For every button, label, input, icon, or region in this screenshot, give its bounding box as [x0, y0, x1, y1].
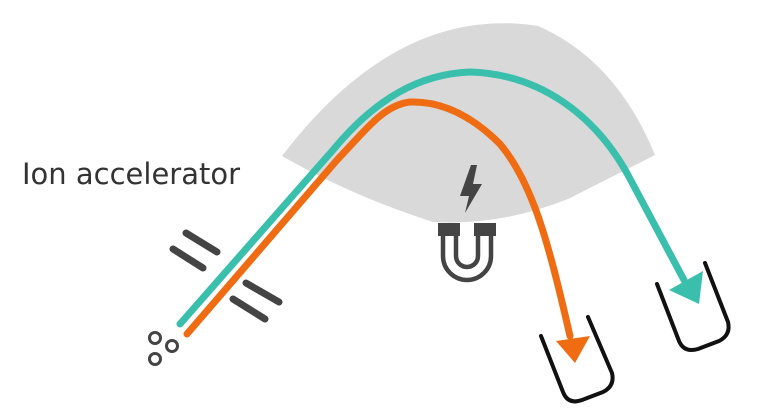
magnetic-field-region: [282, 23, 655, 223]
heavy-ion-detector: [539, 315, 615, 404]
light-ion-beam-arrowhead: [669, 271, 703, 304]
detector-cup-icon: [539, 261, 731, 404]
ion-particles-icon: [148, 331, 179, 366]
accelerator-plates-icon: [169, 229, 283, 323]
lightning-bolt-icon: [460, 165, 482, 213]
light-ion-beam-path: [176, 68, 688, 328]
horseshoe-magnet-icon: [438, 223, 496, 283]
heavy-ion-beam-arrowhead: [556, 336, 590, 363]
light-ion-detector: [655, 261, 731, 352]
heavy-ion-beam: [183, 98, 590, 363]
ion-accelerator-label: Ion accelerator: [22, 157, 240, 191]
light-ion-beam: [176, 68, 703, 328]
heavy-ion-beam-path: [183, 98, 574, 340]
